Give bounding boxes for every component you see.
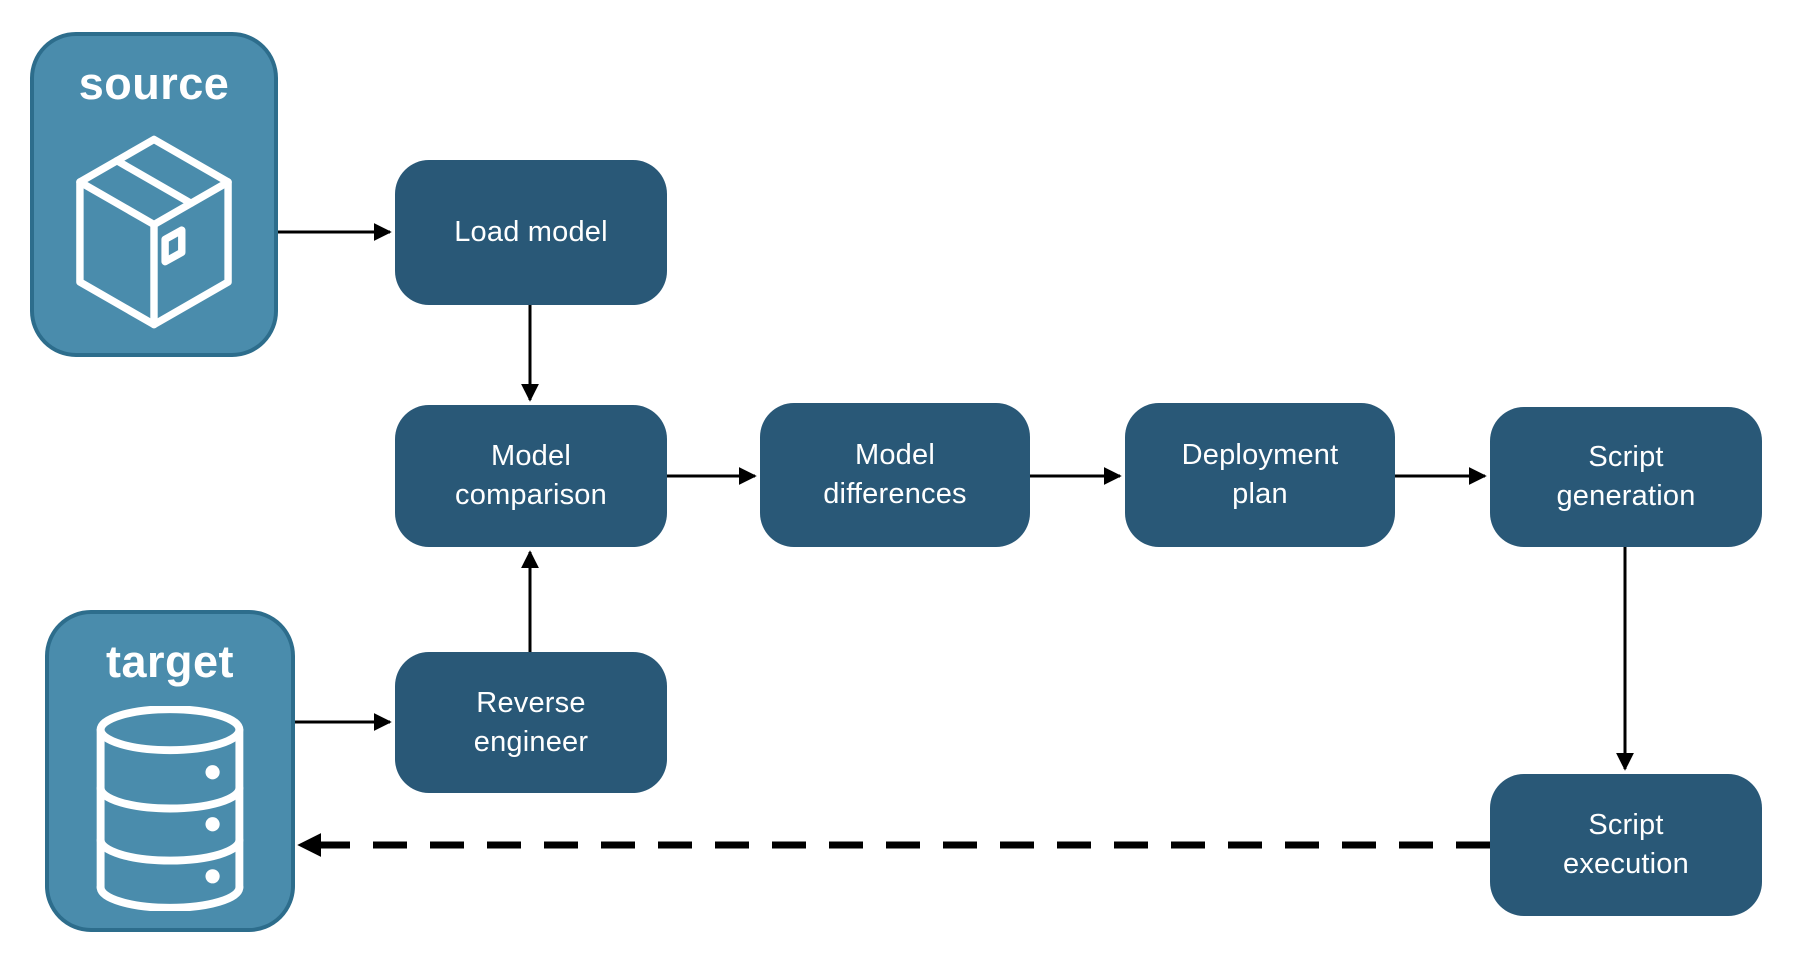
endpoint-source: source: [30, 32, 278, 357]
node-script-generation: Script generation: [1490, 407, 1762, 547]
node-reverse-engineer: Reverse engineer: [395, 652, 667, 793]
package-icon: [34, 110, 274, 353]
node-model-comparison: Model comparison: [395, 405, 667, 547]
node-model-differences: Model differences: [760, 403, 1030, 547]
node-load-model: Load model: [395, 160, 667, 305]
target-label: target: [105, 636, 235, 687]
endpoint-target: target: [45, 610, 295, 932]
source-label: source: [78, 58, 230, 109]
node-deployment-plan: Deployment plan: [1125, 403, 1395, 547]
database-icon: [49, 688, 291, 928]
node-script-execution: Script execution: [1490, 774, 1762, 916]
